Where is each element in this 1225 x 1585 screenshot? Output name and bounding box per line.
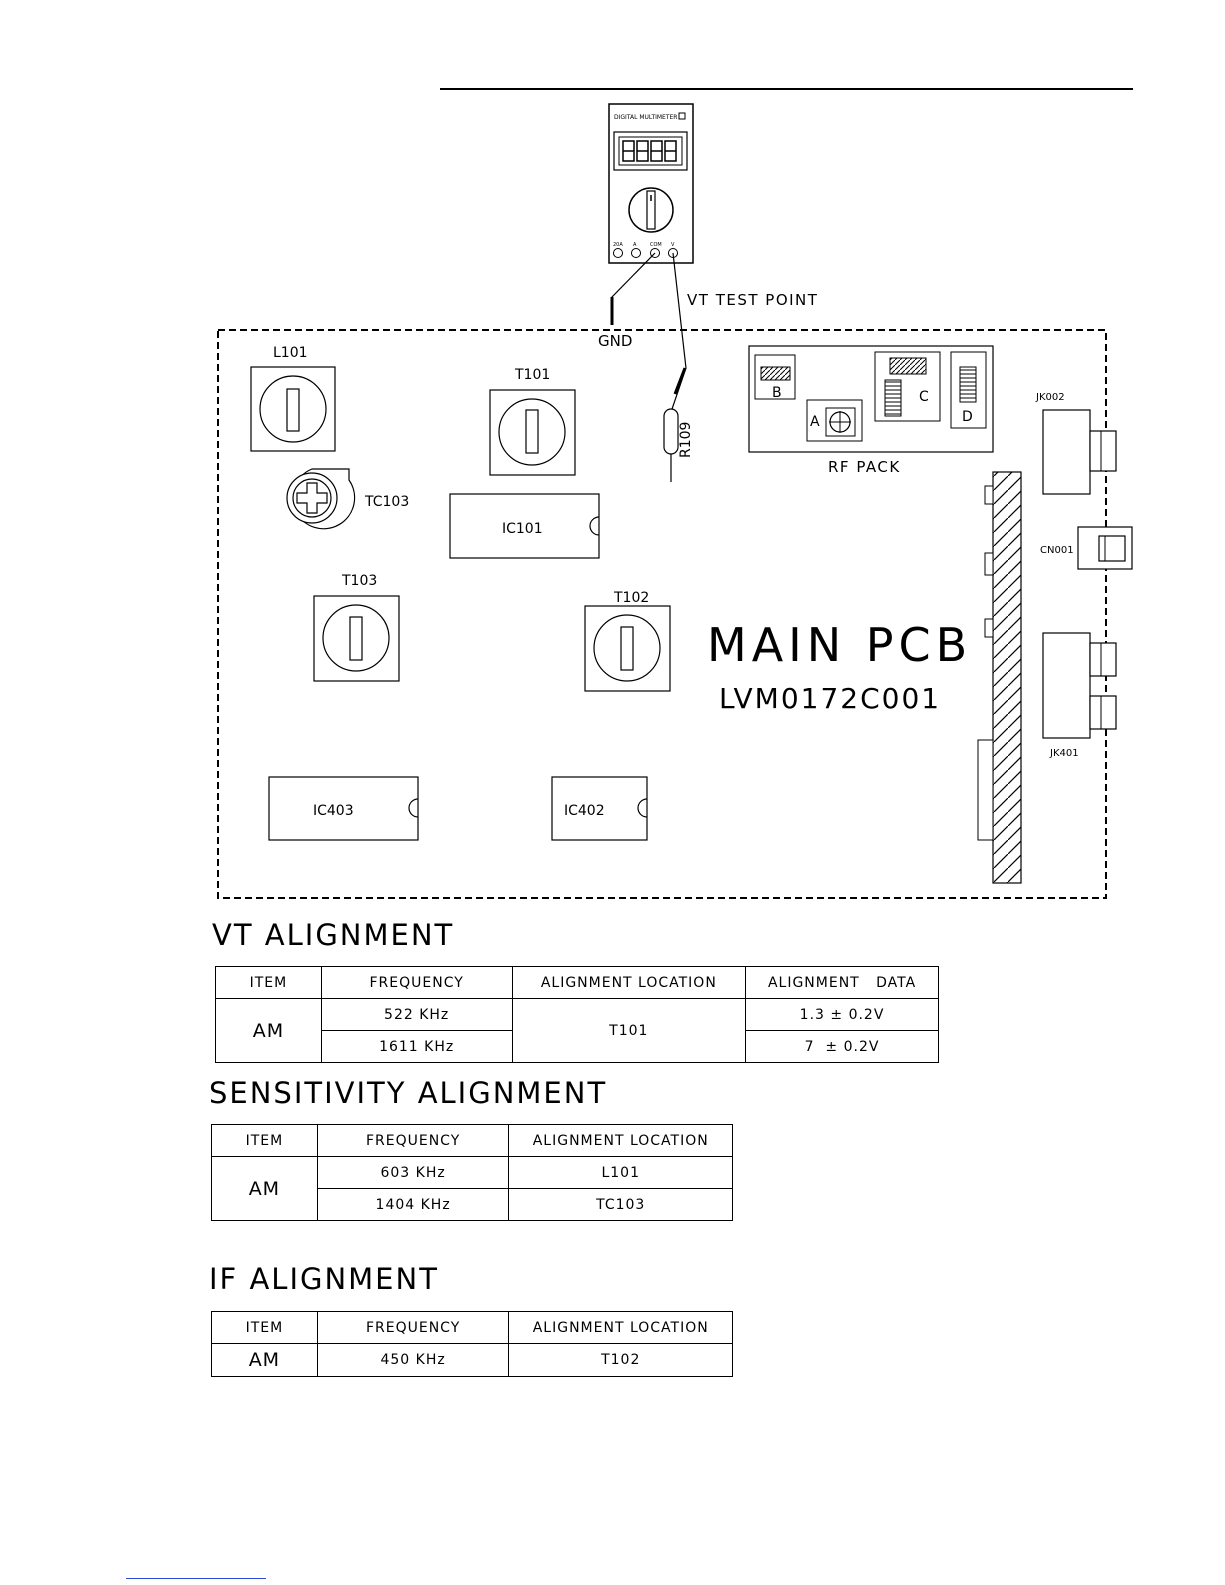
table-row: AM 522 KHz T101 1.3 ± 0.2V [215, 998, 939, 1063]
header-frequency: FREQUENCY [316, 1311, 510, 1344]
table-row: 1404 KHz TC103 [212, 1188, 733, 1221]
trimmer-tc103: TC103 [286, 468, 409, 530]
coil-l101: L101 [250, 345, 336, 452]
connector-cn001: CN001 [1040, 526, 1133, 570]
cn001-label: CN001 [1040, 545, 1074, 556]
frequency-cell: 1404 KHz [316, 1188, 510, 1221]
transformer-t101: T101 [489, 367, 576, 476]
frequency-cell: 450 KHz [316, 1343, 510, 1377]
ic101: IC101 [449, 493, 600, 559]
item-cell: AM [215, 998, 322, 1063]
table-row: AM 603 KHz L101 [211, 1156, 733, 1221]
frequency-cell: 603 KHz [316, 1156, 510, 1189]
pcb-title: MAIN PCB [707, 618, 972, 672]
if-alignment-table: ITEM FREQUENCY ALIGNMENT LOCATION AM 450… [211, 1311, 733, 1377]
data-cell: 7 ± 0.2V [745, 1030, 939, 1063]
pcb-outline [217, 329, 1107, 899]
meter-jack-label-20a: 20A [613, 242, 623, 248]
frequency-cell: 522 KHz [320, 998, 513, 1031]
vt-alignment-title: VT ALIGNMENT [212, 918, 455, 952]
t101-label: T101 [514, 367, 550, 383]
meter-power-indicator [678, 112, 686, 120]
gnd-label: GND [598, 332, 632, 350]
meter-jack-label-com: COM [650, 242, 662, 248]
table-header-row: ITEM FREQUENCY ALIGNMENT LOCATION ALIGNM… [215, 966, 939, 999]
vt-alignment-table: ITEM FREQUENCY ALIGNMENT LOCATION ALIGNM… [215, 966, 939, 1063]
rf-pack-a-label: A [810, 414, 820, 430]
rf-pack-d-label: D [962, 409, 973, 425]
rf-pack: B A C D RF PACK [748, 345, 994, 476]
header-data: ALIGNMENT DATA [745, 966, 939, 999]
probe-leads [610, 252, 687, 413]
ic403-label: IC403 [313, 803, 354, 819]
meter-selector-dial [628, 187, 674, 233]
pcb-part-number: LVM0172C001 [719, 682, 941, 715]
resistor-r109: R109 [663, 408, 694, 482]
rf-pack-label: RF PACK [828, 458, 901, 476]
vt-test-point-label: VT TEST POINT [687, 291, 818, 309]
header-item: ITEM [215, 966, 322, 999]
rf-pack-c-label: C [919, 389, 929, 405]
header-location: ALIGNMENT LOCATION [511, 966, 747, 999]
tc103-label: TC103 [364, 494, 409, 510]
ic101-label: IC101 [502, 521, 543, 537]
location-cell: TC103 [508, 1188, 733, 1221]
jack-jk401: JK401 [1042, 632, 1117, 759]
header-item: ITEM [211, 1124, 318, 1157]
r109-label: R109 [678, 422, 694, 458]
meter-jack-label-a: A [633, 242, 637, 248]
data-cell: 1.3 ± 0.2V [745, 998, 939, 1031]
meter-jack-label-v: V [671, 242, 675, 248]
meter-digits [622, 140, 677, 162]
table-row: AM 450 KHz T102 [211, 1343, 733, 1377]
header-frequency: FREQUENCY [320, 966, 513, 999]
table-header-row: ITEM FREQUENCY ALIGNMENT LOCATION [211, 1124, 733, 1157]
header-location: ALIGNMENT LOCATION [508, 1311, 733, 1344]
jk401-label: JK401 [1049, 748, 1079, 759]
jack-jk002: JK002 [1035, 392, 1117, 495]
rf-pack-b-label: B [772, 385, 782, 401]
pcb-alignment-diagram: DIGITAL MULTIMETER 20A A COM V [217, 88, 1133, 899]
t103-label: T103 [341, 573, 377, 589]
location-cell: L101 [508, 1156, 733, 1189]
t102-label: T102 [613, 590, 649, 606]
transformer-t102: T102 [584, 590, 671, 692]
item-cell: AM [211, 1343, 318, 1377]
item-cell: AM [211, 1156, 318, 1221]
jk002-label: JK002 [1035, 392, 1065, 403]
table-header-row: ITEM FREQUENCY ALIGNMENT LOCATION [211, 1311, 733, 1344]
frequency-cell: 1611 KHz [320, 1030, 513, 1063]
location-cell: T101 [511, 998, 747, 1063]
digital-multimeter: DIGITAL MULTIMETER 20A A COM V [608, 103, 694, 264]
if-alignment-title: IF ALIGNMENT [209, 1262, 439, 1296]
sensitivity-alignment-title: SENSITIVITY ALIGNMENT [209, 1076, 608, 1110]
ic402-label: IC402 [564, 803, 605, 819]
header-item: ITEM [211, 1311, 318, 1344]
header-location: ALIGNMENT LOCATION [508, 1124, 733, 1157]
v-lead [670, 252, 687, 413]
header-frequency: FREQUENCY [316, 1124, 510, 1157]
ic402: IC402 [551, 776, 648, 841]
footer-link-underline[interactable] [126, 1578, 266, 1579]
transformer-t103: T103 [313, 573, 400, 682]
edge-connector-strip [977, 471, 1022, 884]
location-cell: T102 [508, 1343, 733, 1377]
l101-label: L101 [273, 345, 308, 361]
meter-label: DIGITAL MULTIMETER [614, 114, 677, 121]
v-probe-tip [673, 367, 687, 395]
sensitivity-alignment-table: ITEM FREQUENCY ALIGNMENT LOCATION AM 603… [211, 1124, 733, 1221]
ic403: IC403 [268, 776, 419, 841]
table-row: 1611 KHz 7 ± 0.2V [216, 1030, 939, 1063]
